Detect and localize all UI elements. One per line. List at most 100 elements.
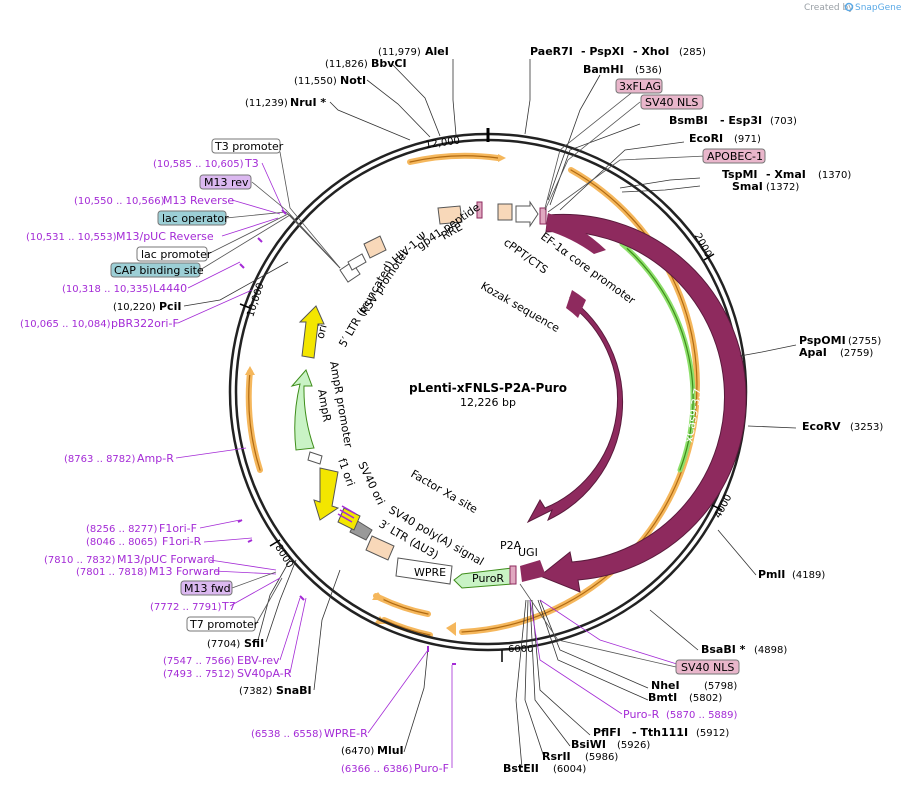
kozak-label: Kozak sequence [479, 279, 563, 335]
enzyme-labels: (11,979) AleI (11,826) BbvCI (11,550) No… [113, 45, 883, 775]
primer-name-m13pucrev: M13/pUC Reverse [116, 230, 214, 243]
primer-name-puror: Puro-R [623, 708, 660, 721]
wpre-label: WPRE [414, 566, 446, 579]
site-pos-nrui: (11,239) [245, 98, 288, 109]
primer-pos-m13pucrev: (10,531 .. 10,553) [26, 232, 117, 243]
site-name-rsrii: RsrII [542, 750, 571, 763]
site-pos-xmai: (1370) [818, 170, 851, 181]
ampr-label: AmpR [315, 388, 334, 423]
primer-name-purof: Puro-F [414, 762, 449, 775]
inner-features [290, 200, 747, 593]
ampr-promoter-box [307, 451, 323, 465]
site-name-pcii: PciI [159, 300, 181, 313]
site-pos-smai: (1372) [766, 182, 799, 193]
primer-pos-ampr: (8763 .. 8782) [64, 454, 136, 465]
site-name-pflfi: PflFI [593, 726, 621, 739]
primer-name-wprer: WPRE-R [324, 727, 368, 740]
site-pos-esp3i: (703) [770, 116, 797, 127]
site-pos-bsiwi: (5926) [617, 740, 650, 751]
site-name-xhoi: - XhoI [633, 45, 669, 58]
tick-label-10000: 10,000 [245, 282, 266, 319]
ugi-arrow [520, 560, 546, 582]
site-name-nhei: NheI [651, 679, 680, 692]
primer-name-pbr322: pBR322ori-F [111, 317, 179, 330]
arrowhead-bottom-2 [372, 592, 384, 600]
tick-marks [239, 253, 723, 662]
box-apobec-text: APOBEC-1 [707, 150, 763, 163]
primer-pos-purof: (6366 .. 6386) [341, 764, 413, 775]
tick-label-12000: 12,000 [425, 135, 461, 151]
site-name-tspmi: TspMI [722, 168, 758, 181]
primer-name-ampr: Amp-R [137, 452, 174, 465]
snapgene-logo-icon [844, 2, 854, 12]
primer-name-m13fwd: M13 Forward [149, 565, 220, 578]
site-pos-pcii: (10,220) [113, 302, 156, 313]
site-name-xmai: - XmaI [766, 168, 806, 181]
arrowhead-main [446, 622, 456, 636]
cas9-tail [566, 290, 586, 318]
box-m13-rev [199, 174, 252, 190]
site-name-noti: NotI [340, 74, 366, 87]
box-sv40-nls-bottom-text: SV40 NLS [681, 661, 734, 674]
primer-name-f1orif: F1ori-F [159, 522, 197, 535]
tick-4000 [711, 504, 723, 511]
site-name-bsteii: BstEII [503, 762, 539, 775]
box-3xflag [615, 78, 663, 94]
arrowhead-top [498, 154, 506, 162]
primer-pos-sv40par: (7493 .. 7512) [163, 669, 235, 680]
box-lac-promoter-text: lac promoter [141, 248, 212, 261]
tick-label-2000: 2000 [692, 232, 714, 260]
kozak-box [539, 207, 547, 225]
primer-name-sv40par: SV40pA-R [237, 667, 292, 680]
box-apobec [702, 148, 766, 164]
site-name-bamhi: BamHI [583, 63, 624, 76]
primer-name-m13rev: M13 Reverse [163, 194, 234, 207]
credit-text: Created by [804, 3, 854, 13]
site-pos-bsteii: (6004) [553, 764, 586, 775]
box-lac-operator [157, 210, 227, 226]
box-3xflag-text: 3xFLAG [619, 80, 661, 93]
green-arc-core [621, 243, 694, 471]
f1-ori-label: f1 ori [335, 457, 357, 488]
box-m13-fwd [180, 580, 233, 596]
box-t7-promoter [186, 616, 256, 632]
box-m13-fwd-text: M13 fwd [184, 582, 231, 595]
tick-label-8000: 8000 [272, 543, 295, 570]
feature-box-leaders [199, 85, 707, 668]
site-name-bsmbi: BsmBI [669, 114, 708, 127]
credit-brand: SnapGene [855, 3, 901, 13]
ori-label: ori [314, 323, 330, 340]
plasmid-size: 12,226 bp [460, 396, 516, 409]
xcas9-head [546, 213, 606, 254]
site-name-pspxi: - PspXI [581, 45, 624, 58]
ori-arrow [298, 305, 325, 359]
site-name-nrui: NruI * [290, 96, 326, 109]
primer-pos-m13fwd: (7801 .. 7818) [76, 567, 148, 578]
orange-arc-bottom-2 [373, 593, 431, 617]
cas9-label: Cas9 [624, 405, 641, 434]
primer-leaders [175, 162, 681, 768]
plasmid-name: pLenti-xFNLS-P2A-Puro [409, 381, 567, 395]
site-pos-apai: (2759) [840, 348, 873, 359]
primer-pos-t7: (7772 .. 7791) [150, 602, 222, 613]
box-lac-operator-text: lac operator [162, 212, 229, 225]
site-pos-rsrii: (5986) [585, 752, 618, 763]
primer-name-t7: T7 [221, 600, 236, 613]
primer-pos-m13pucfwd: (7810 .. 7832) [44, 555, 116, 566]
orange-arc-bottom-1 [381, 617, 433, 638]
primer-pos-wprer: (6538 .. 6558) [251, 729, 323, 740]
xcas9-arrow [539, 213, 747, 593]
site-name-smai: SmaI [732, 180, 763, 193]
site-name-mlui: MluI [377, 744, 404, 757]
site-name-sfii: SfiI [244, 637, 264, 650]
primer-pos-f1orir: (8046 .. 8065) [86, 537, 158, 548]
cppt-box [497, 203, 513, 221]
gp41-box [476, 201, 483, 219]
site-name-snabi: SnaBI [276, 684, 312, 697]
site-pos-bmti: (5802) [689, 693, 722, 704]
primer-pos-f1orif: (8256 .. 8277) [86, 524, 158, 535]
puror-arrow [453, 567, 513, 589]
primer-name-t3: T3 [244, 157, 259, 170]
hiv-psi-box [363, 235, 387, 259]
ampr-arrow [290, 369, 315, 451]
